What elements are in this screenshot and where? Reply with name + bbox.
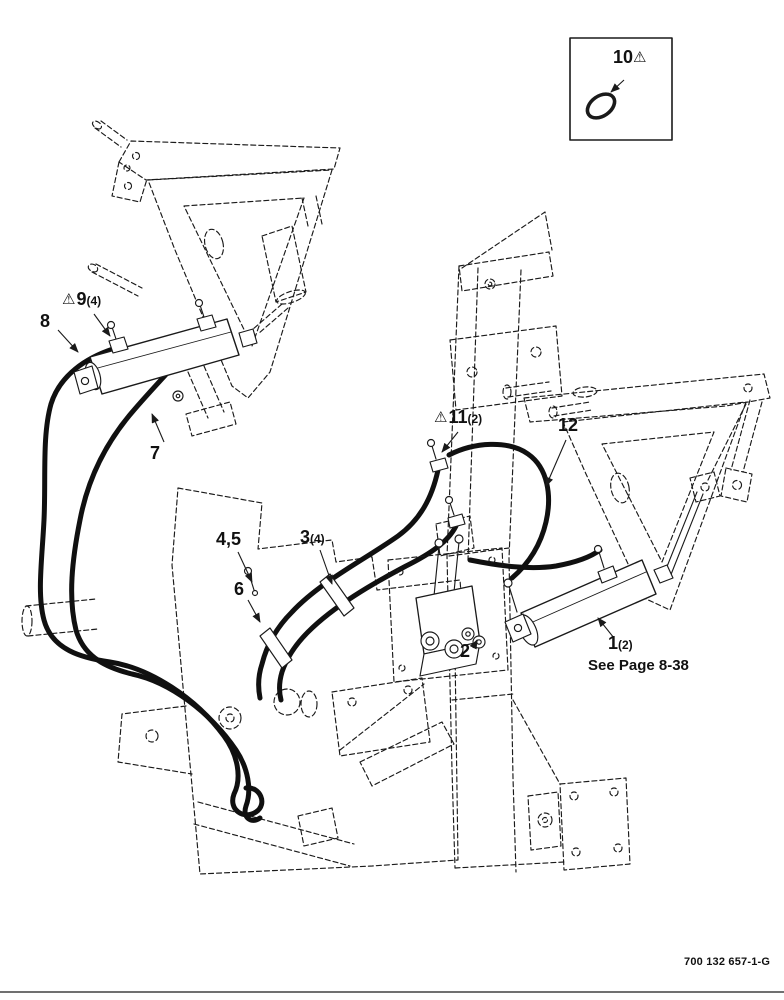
hose-center-lower bbox=[277, 523, 459, 703]
callout-8: 8 bbox=[40, 312, 50, 331]
callout-9-number: 9 bbox=[76, 289, 87, 309]
mounting-plate bbox=[559, 777, 631, 871]
callout-7: 7 bbox=[150, 444, 160, 463]
hose-clamps-3 bbox=[259, 573, 355, 669]
baler-frame-body bbox=[21, 487, 466, 875]
hydraulic-hoses bbox=[37, 327, 603, 823]
callout-1-qty: (2) bbox=[618, 638, 633, 652]
hose-guide-tube bbox=[21, 598, 99, 637]
hose-fitting-11b bbox=[444, 495, 466, 529]
clamp-bolt-45 bbox=[243, 566, 259, 597]
right-boom-frame bbox=[502, 373, 771, 611]
callout-6: 6 bbox=[234, 580, 244, 599]
callout-3-qty: (4) bbox=[310, 532, 325, 546]
hose-fitting-11a bbox=[426, 438, 449, 473]
warning-triangle-icon: ⚠ bbox=[62, 291, 76, 308]
cylinder-rod bbox=[663, 491, 704, 578]
callout-3-number: 3 bbox=[300, 527, 311, 547]
hose-fitting-9b bbox=[194, 298, 217, 332]
hose-center-upper bbox=[256, 467, 441, 701]
oring-detail-box bbox=[569, 37, 673, 141]
valve-block-assembly bbox=[387, 438, 509, 683]
hose-to-cylinder bbox=[467, 547, 603, 571]
hose-7 bbox=[69, 327, 263, 823]
callout-3: 3(4) bbox=[300, 528, 325, 547]
oring-10 bbox=[585, 92, 617, 120]
warning-triangle-icon: ⚠ bbox=[633, 49, 647, 66]
callout-9-qty: (4) bbox=[86, 294, 102, 308]
pivot-pin bbox=[94, 120, 128, 148]
hose-12 bbox=[446, 441, 551, 581]
callout-10: 10⚠ bbox=[613, 48, 647, 67]
callout-11-number: 11 bbox=[448, 407, 468, 427]
callout-11: ⚠11(2) bbox=[434, 408, 482, 427]
hose-fitting-9a bbox=[106, 320, 129, 354]
warning-triangle-icon: ⚠ bbox=[434, 409, 448, 426]
callout-8-number: 8 bbox=[40, 311, 51, 331]
right-hydraulic-cylinder bbox=[503, 491, 704, 648]
callout-leaders bbox=[57, 79, 625, 650]
callout-1: 1(2) See Page 8-38 bbox=[588, 634, 689, 673]
callout-1-number: 1 bbox=[608, 633, 619, 653]
drawing-number: 700 132 657-1-G bbox=[684, 956, 771, 968]
callout-4-5: 4,5 bbox=[216, 530, 241, 549]
hose-fitting-cylinder bbox=[593, 544, 618, 584]
callout-9: ⚠9(4) bbox=[62, 290, 101, 309]
boom-pin bbox=[505, 381, 552, 398]
washers-2 bbox=[461, 627, 486, 649]
upper-cylinder-reference bbox=[261, 225, 307, 303]
left-boom-frame bbox=[87, 120, 341, 437]
callout-2-number: 2 bbox=[460, 641, 471, 661]
callout-4-5-number: 4,5 bbox=[216, 529, 242, 549]
callout-6-number: 6 bbox=[234, 579, 245, 599]
callout-7-number: 7 bbox=[150, 443, 161, 463]
lower-pin bbox=[91, 263, 143, 297]
callout-10-number: 10 bbox=[613, 47, 634, 67]
callout-1-note: See Page 8-38 bbox=[588, 657, 689, 674]
left-hydraulic-cylinder bbox=[73, 298, 258, 402]
callout-12-number: 12 bbox=[558, 415, 579, 435]
callout-2: 2 bbox=[460, 642, 470, 661]
callout-11-qty: (2) bbox=[467, 412, 483, 426]
callout-12: 12 bbox=[558, 416, 578, 435]
